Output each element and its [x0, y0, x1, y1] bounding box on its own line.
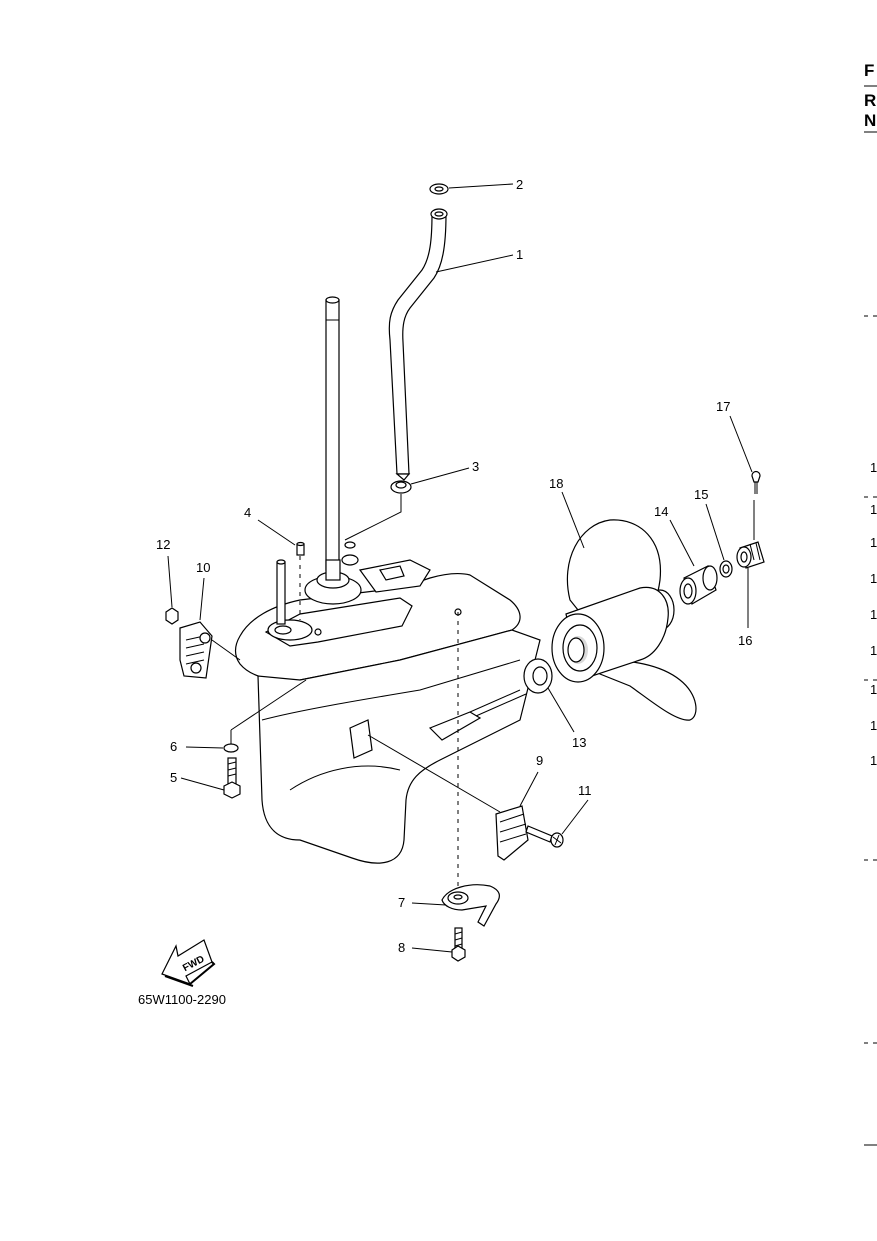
edge-number: 1: [870, 460, 877, 475]
edge-number: 1: [870, 753, 877, 768]
drawing-code: 65W1100-2290: [138, 992, 226, 1007]
callout-7: 7: [398, 895, 405, 910]
callout-12: 12: [156, 537, 170, 552]
edge-number: 1: [870, 535, 877, 550]
callout-8: 8: [398, 940, 405, 955]
part-10-inlet-cover: [179, 577, 241, 679]
header-letter-f: F: [864, 61, 874, 80]
edge-number: 1: [870, 607, 877, 622]
part-11-screw: [525, 799, 589, 848]
callout-3: 3: [472, 459, 479, 474]
part-12-nut: [165, 555, 179, 625]
callout-11: 11: [578, 783, 592, 798]
callout-14: 14: [654, 504, 668, 519]
drive-shaft: [325, 296, 340, 571]
edge-header: F R N: [864, 61, 877, 133]
callout-4: 4: [244, 505, 251, 520]
callout-6: 6: [170, 739, 177, 754]
part-7-trim-tab: [411, 884, 500, 927]
part-15-washer: [705, 503, 733, 578]
part-6-washer: [185, 679, 307, 753]
part-16-castle-nut: [736, 541, 765, 628]
edge-number: 1: [870, 718, 877, 733]
callout-17: 17: [716, 399, 730, 414]
callout-1: 1: [516, 247, 523, 262]
header-letter-r: R: [864, 91, 876, 110]
part-4-dowel-pin: [257, 519, 305, 620]
part-18-propeller: [551, 491, 697, 721]
part-17-cotter-pin: [729, 415, 761, 540]
callout-13: 13: [572, 735, 586, 750]
edge-number: 1: [870, 682, 877, 697]
lower-case-body: [234, 541, 541, 864]
callout-labels: 2 1 3 4 12 10 6 5 7 8 9 11 13 18 14 15 1…: [156, 177, 752, 955]
callout-16: 16: [738, 633, 752, 648]
part-14-spacer: [669, 519, 718, 605]
callout-2: 2: [516, 177, 523, 192]
part-8-bolt: [411, 927, 466, 962]
part-2-washer: [429, 183, 514, 195]
part-3-grommet: [344, 467, 470, 541]
callout-5: 5: [170, 770, 177, 785]
edge-number: 1: [870, 502, 877, 517]
part-13-thrust-washer: [523, 658, 575, 733]
callout-18: 18: [549, 476, 563, 491]
edge-number: 1: [870, 643, 877, 658]
fwd-arrow-icon: FWD: [161, 939, 216, 987]
callout-15: 15: [694, 487, 708, 502]
header-letter-n: N: [864, 111, 876, 130]
part-1-water-tube: [388, 208, 514, 481]
part-5-bolt: [180, 757, 241, 799]
edge-number: 1: [870, 571, 877, 586]
callout-10: 10: [196, 560, 210, 575]
part-9-anode: [367, 734, 539, 861]
edge-table-fragments: 1 1 1 1 1 1 1 1 1: [864, 315, 877, 1146]
callout-9: 9: [536, 753, 543, 768]
